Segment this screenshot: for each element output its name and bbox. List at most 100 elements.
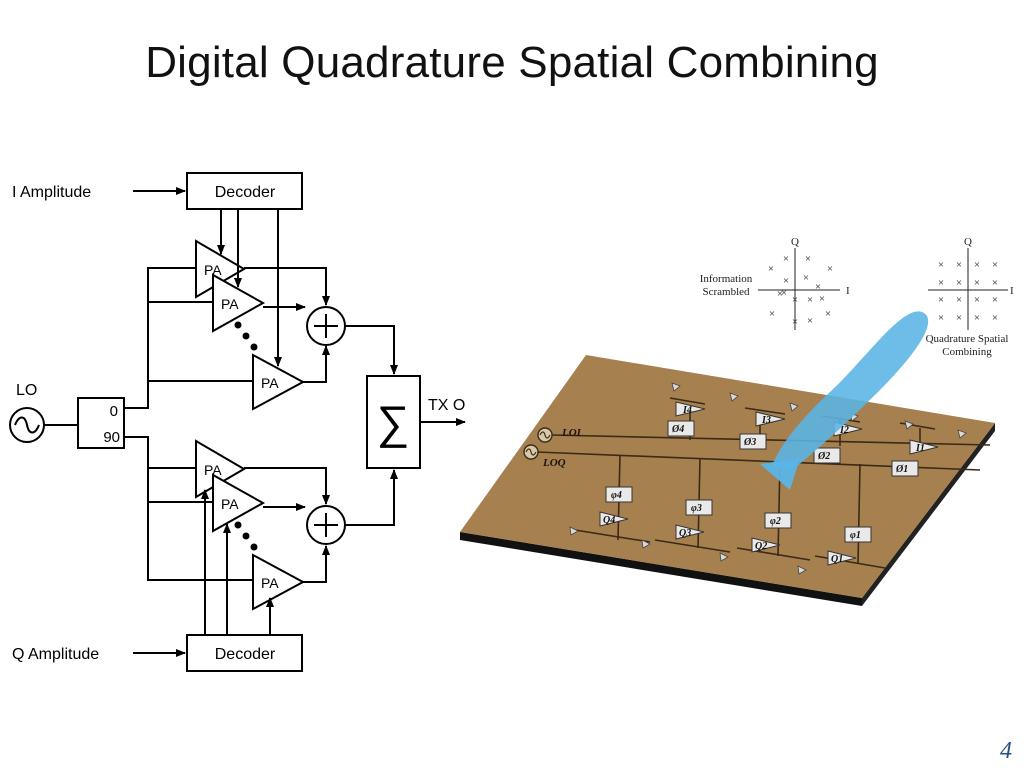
svg-text:×: ×	[938, 312, 944, 324]
q1-phase-box	[844, 526, 872, 543]
svg-text:×: ×	[769, 308, 775, 320]
q2-phase-label: φ2	[770, 516, 781, 527]
constellation-right-q: Q	[964, 236, 972, 248]
constellation-left-i: I	[846, 285, 850, 297]
svg-text:×: ×	[938, 294, 944, 306]
svg-text:×: ×	[992, 312, 998, 324]
q1-phase-label: φ1	[850, 530, 861, 541]
svg-text:×: ×	[825, 308, 831, 320]
svg-text:×: ×	[974, 294, 980, 306]
svg-text:×: ×	[807, 294, 813, 306]
svg-text:×: ×	[815, 281, 821, 293]
constellation-right-i: I	[1010, 285, 1014, 297]
phase-0-label: 0	[110, 403, 118, 420]
i1-amp-label: I1	[915, 443, 925, 454]
svg-text:×: ×	[827, 263, 833, 275]
i-amplitude-label: I Amplitude	[12, 184, 91, 201]
q4-phase-box	[605, 486, 633, 503]
slide-number: 4	[1000, 738, 1012, 764]
q-amplitude-label: Q Amplitude	[12, 646, 99, 663]
pa-q2-label: PA	[221, 496, 239, 512]
svg-text:×: ×	[956, 312, 962, 324]
decoder-q-box	[186, 634, 303, 672]
q3-amp-label: Q3	[679, 528, 691, 539]
i3-amp-icon	[755, 411, 786, 427]
svg-text:×: ×	[805, 253, 811, 265]
svg-text:×: ×	[783, 275, 789, 287]
summation-block	[366, 375, 421, 469]
pa-in-label: PA	[261, 375, 279, 391]
q2-phase-box	[764, 512, 792, 529]
i2-phase-label: Ø2	[817, 451, 830, 462]
board-illustration: LOI LOQ I4 Ø4 I3 Ø3 I2 Ø2 I1 Ø1	[460, 236, 1014, 606]
pa-qn-label: PA	[261, 575, 279, 591]
constellation-right	[928, 248, 1008, 330]
pa-i2-label: PA	[221, 296, 239, 312]
svg-text:×: ×	[792, 316, 798, 328]
svg-text:×: ×	[819, 293, 825, 305]
quadrature-splitter	[77, 397, 125, 449]
i1-phase-box	[891, 460, 919, 477]
svg-text:×: ×	[783, 253, 789, 265]
constellation-left-caption-2: Scrambled	[702, 286, 750, 298]
pa-qn	[252, 553, 306, 611]
i4-phase-box	[667, 420, 695, 437]
decoder-q-label: Decoder	[215, 646, 276, 663]
constellation-right-caption-2: Combining	[942, 346, 992, 358]
q3-phase-label: φ3	[691, 503, 702, 514]
pa-i2	[212, 273, 266, 333]
svg-text:×: ×	[777, 288, 783, 300]
i4-phase-label: Ø4	[671, 424, 684, 435]
svg-text:×: ×	[938, 277, 944, 289]
q3-amp-icon	[675, 524, 705, 540]
beam-icon	[772, 311, 929, 470]
constellation-left	[758, 248, 840, 330]
i3-phase-box	[739, 433, 767, 450]
phase-90-label: 90	[103, 429, 120, 446]
svg-text:×: ×	[974, 259, 980, 271]
decoder-i-label: Decoder	[215, 184, 276, 201]
pa-in	[252, 353, 306, 411]
q4-phase-label: φ4	[611, 490, 622, 501]
svg-text:×: ×	[956, 259, 962, 271]
i1-phase-label: Ø1	[895, 464, 908, 475]
decoder-i-box	[186, 172, 303, 210]
svg-text:×: ×	[956, 294, 962, 306]
svg-text:×: ×	[938, 259, 944, 271]
i1-amp-icon	[909, 439, 939, 455]
tx-output-label: TX O	[428, 397, 465, 414]
svg-text:×: ×	[956, 277, 962, 289]
i3-phase-label: Ø3	[743, 437, 756, 448]
pa-i1-label: PA	[204, 262, 222, 278]
block-diagram: I Amplitude Decoder Q Amplitude Decoder …	[9, 172, 466, 672]
svg-text:×: ×	[992, 294, 998, 306]
i2-amp-label: I2	[839, 425, 849, 436]
lo-label: LO	[16, 382, 37, 399]
svg-text:×: ×	[992, 277, 998, 289]
i4-amp-icon	[675, 401, 706, 417]
svg-text:×: ×	[781, 287, 787, 299]
constellation-left-q: Q	[791, 236, 799, 248]
i3-amp-label: I3	[761, 415, 771, 426]
svg-text:×: ×	[807, 315, 813, 327]
svg-text:×: ×	[768, 263, 774, 275]
q4-amp-label: Q4	[603, 515, 615, 526]
i2-phase-box	[813, 447, 841, 464]
svg-text:×: ×	[974, 312, 980, 324]
svg-text:×: ×	[792, 294, 798, 306]
summation-symbol: ∑	[377, 396, 410, 448]
q2-amp-label: Q2	[755, 541, 767, 552]
svg-text:×: ×	[974, 277, 980, 289]
lo-q-label: LOQ	[542, 457, 566, 469]
pa-q1-label: PA	[204, 462, 222, 478]
slide-title: Digital Quadrature Spatial Combining	[145, 38, 879, 87]
svg-text:×: ×	[992, 259, 998, 271]
svg-text:×: ×	[803, 272, 809, 284]
board-edge	[460, 532, 862, 606]
constellation-right-caption-1: Quadrature Spatial	[926, 333, 1009, 345]
constellation-left-caption-1: Information	[700, 273, 753, 285]
q1-amp-label: Q1	[831, 554, 843, 565]
q2-amp-icon	[751, 537, 781, 553]
q3-phase-box	[685, 499, 713, 516]
